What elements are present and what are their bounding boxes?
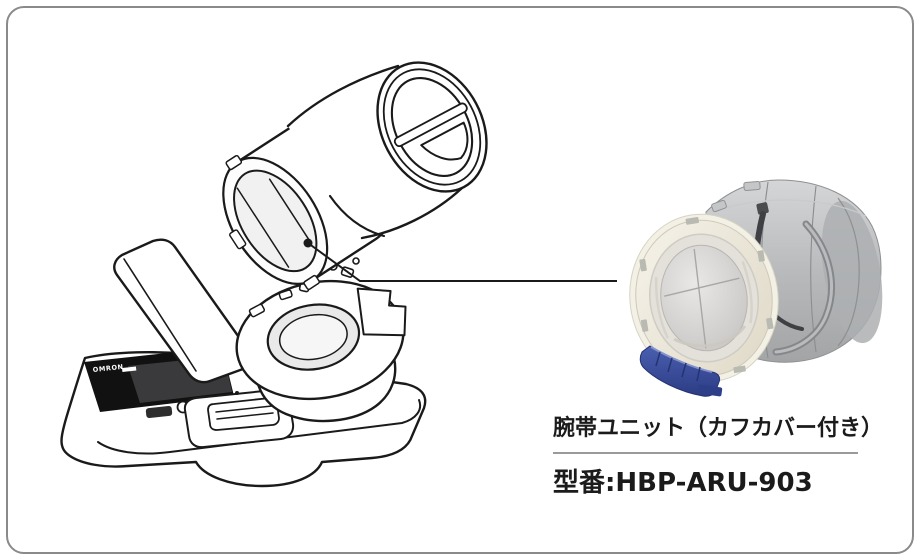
cuff-holder-ring	[235, 279, 407, 423]
bore-seam	[664, 248, 740, 349]
photo-strap-highlight	[774, 222, 833, 354]
photo-rear-rim	[837, 197, 860, 347]
logo-sub-mark	[122, 366, 137, 372]
photo-top-tab-2	[711, 199, 727, 213]
arm-tube-opening	[376, 61, 488, 193]
model-number-label: 型番:HBP-ARU-903	[553, 467, 813, 498]
bore-fabric-fold	[673, 325, 747, 348]
cuff-unit-photo	[629, 179, 883, 397]
fabric-texture	[654, 261, 753, 339]
photo-tube-connector	[756, 202, 769, 215]
cuff-bore	[660, 244, 748, 352]
callout-label-block: 腕帯ユニット（カフカバー付き） 型番:HBP-ARU-903	[553, 415, 884, 499]
photo-top-tab	[743, 180, 761, 192]
blue-connector	[639, 345, 723, 397]
device-line-drawing: OMRON	[60, 61, 488, 488]
part-name-label: 腕帯ユニット（カフカバー付き）	[553, 416, 884, 441]
photo-rear-cap	[821, 200, 883, 344]
callout-leader-line	[303, 238, 617, 282]
label-divider	[553, 451, 858, 454]
omron-logo-text: OMRON	[92, 363, 124, 374]
photo-front-ring	[629, 213, 779, 383]
armrest	[113, 238, 252, 384]
